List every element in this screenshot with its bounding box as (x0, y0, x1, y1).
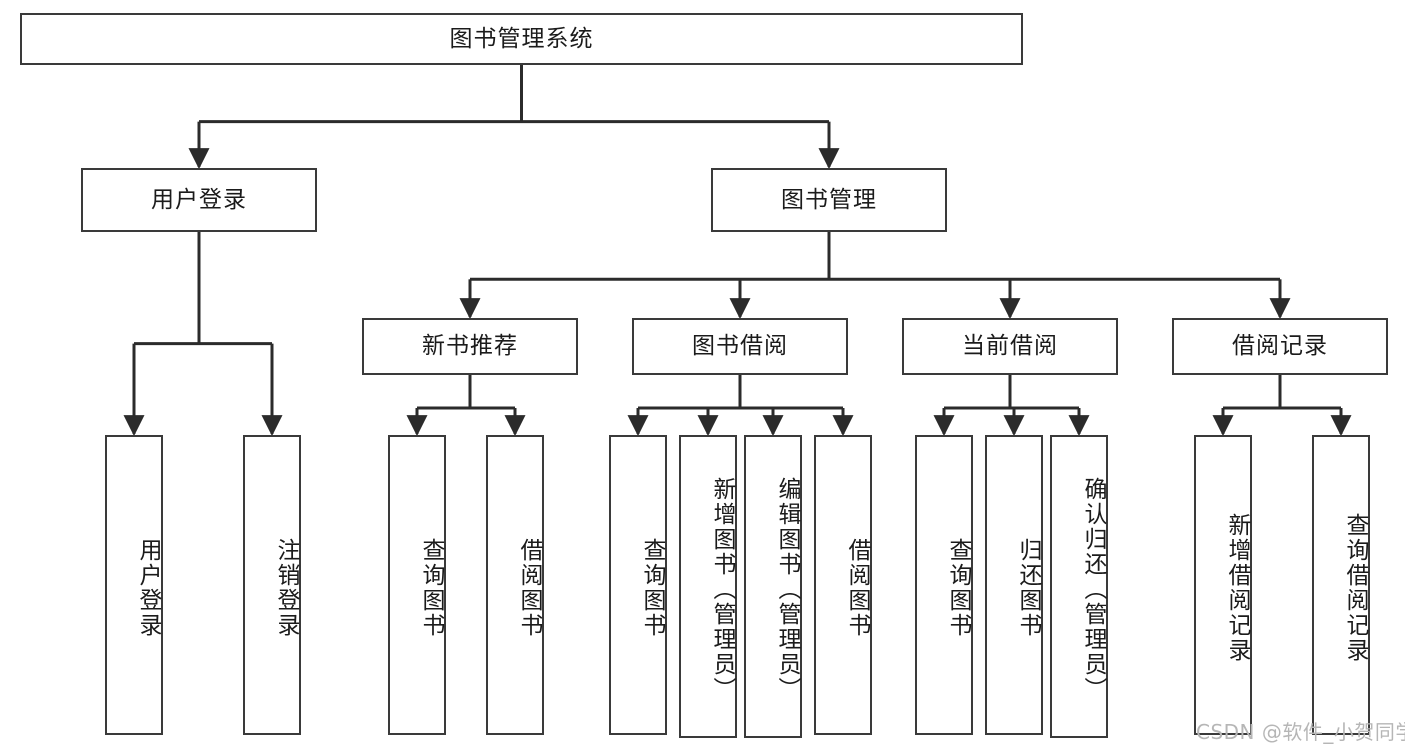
node-leaf-confirm-return: 确认归还（管理员） (1050, 435, 1108, 738)
watermark-text: CSDN @软件_小贺同学 (1196, 720, 1405, 744)
node-book-manage: 图书管理 (711, 168, 947, 232)
node-label: 新增借阅记录 (1224, 513, 1250, 663)
node-label: 当前借阅 (962, 333, 1058, 360)
node-label: 归还图书 (1015, 538, 1041, 638)
node-leaf-query-book-new: 查询图书 (388, 435, 446, 735)
node-leaf-query-book-borrow: 查询图书 (609, 435, 667, 735)
node-label: 用户登录 (135, 538, 161, 638)
node-borrow-record: 借阅记录 (1172, 318, 1388, 375)
node-user-login: 用户登录 (81, 168, 317, 232)
node-book-borrow: 图书借阅 (632, 318, 848, 375)
node-label: 查询图书 (639, 538, 665, 638)
node-label: 查询图书 (418, 538, 444, 638)
node-current-borrow: 当前借阅 (902, 318, 1118, 375)
node-label: 查询借阅记录 (1342, 513, 1368, 663)
node-root: 图书管理系统 (20, 13, 1023, 65)
node-leaf-return-book: 归还图书 (985, 435, 1043, 735)
node-label: 图书借阅 (692, 333, 788, 360)
node-label: 确认归还（管理员） (1080, 477, 1106, 702)
node-label: 图书管理 (781, 186, 877, 213)
node-label: 借阅图书 (844, 538, 870, 638)
node-label: 查询图书 (945, 538, 971, 638)
node-leaf-borrow-book-new: 借阅图书 (486, 435, 544, 735)
node-label: 借阅图书 (516, 538, 542, 638)
node-leaf-add-book: 新增图书（管理员） (679, 435, 737, 738)
node-leaf-user-login: 用户登录 (105, 435, 163, 735)
node-label: 新书推荐 (422, 333, 518, 360)
node-leaf-user-logout: 注销登录 (243, 435, 301, 735)
node-leaf-borrow-book: 借阅图书 (814, 435, 872, 735)
node-leaf-edit-book: 编辑图书（管理员） (744, 435, 802, 738)
node-label: 图书管理系统 (449, 25, 594, 52)
node-leaf-add-record: 新增借阅记录 (1194, 435, 1252, 735)
node-leaf-query-record: 查询借阅记录 (1312, 435, 1370, 735)
node-label: 编辑图书（管理员） (774, 477, 800, 702)
node-label: 借阅记录 (1232, 333, 1328, 360)
node-new-book-rec: 新书推荐 (362, 318, 578, 375)
node-label: 注销登录 (273, 538, 299, 638)
node-label: 新增图书（管理员） (709, 477, 735, 702)
node-label: 用户登录 (151, 186, 247, 213)
node-leaf-query-book-cur: 查询图书 (915, 435, 973, 735)
